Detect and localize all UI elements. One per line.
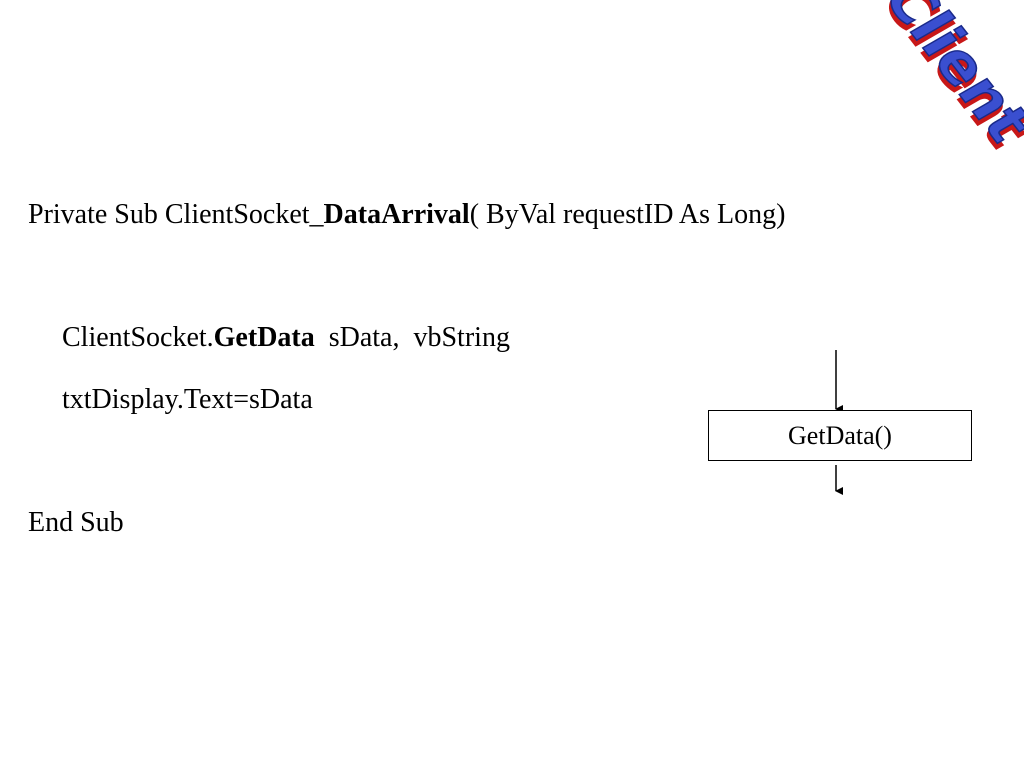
- code-keyword-getdata: GetData: [213, 322, 315, 353]
- client-wordart-logo: Client Client: [867, 0, 1024, 158]
- flow-diagram: [835, 350, 843, 495]
- code-line-sub-declaration: Private Sub ClientSocket_DataArrival( By…: [28, 198, 785, 232]
- wordart-main-text: Client: [869, 0, 1024, 152]
- code-line-getdata-call: ClientSocket.GetData sData, vbString: [62, 321, 510, 355]
- code-text: ClientSocket.: [62, 322, 214, 353]
- code-keyword-dataarrival: DataArrival: [323, 199, 470, 230]
- getdata-process-box: GetData(): [708, 410, 972, 461]
- code-line-end-sub: End Sub: [28, 507, 124, 538]
- code-line-display-assign: txtDisplay.Text=sData: [62, 384, 313, 415]
- code-text: Private Sub ClientSocket_: [28, 199, 324, 230]
- code-text: sData, vbString: [314, 322, 510, 353]
- getdata-box-label: GetData(): [788, 420, 892, 450]
- code-text: ( ByVal requestID As Long): [469, 199, 786, 230]
